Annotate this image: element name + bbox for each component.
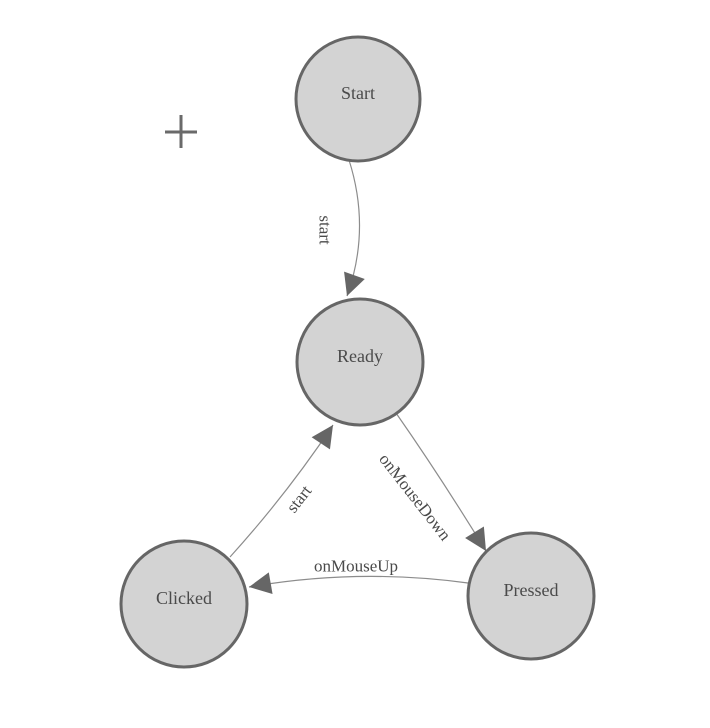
start-node-label: Start [341, 83, 375, 103]
pressed-to-clicked-edge[interactable] [248, 575, 469, 588]
clicked-to-ready-edge-label: start [283, 481, 316, 516]
start-to-ready-edge-label: start [316, 215, 335, 245]
clicked-to-ready-edge[interactable] [229, 424, 334, 558]
ready-node[interactable] [295, 297, 425, 427]
pressed-node[interactable] [466, 531, 596, 661]
ready-to-pressed-arrowhead-icon [465, 526, 486, 551]
start-to-ready-arrowhead-icon [344, 271, 365, 296]
clicked-to-ready-arrowhead-icon [311, 425, 333, 450]
start-node[interactable] [294, 35, 422, 163]
clicked-node[interactable] [119, 539, 249, 669]
pressed-to-clicked-edge-label: onMouseUp [314, 557, 398, 576]
pressed-to-clicked-arrowhead-icon [249, 572, 273, 595]
ready-node-label: Ready [337, 346, 383, 366]
ready-to-pressed-edge-label: onMouseDown [375, 450, 455, 545]
clicked-node-label: Clicked [156, 588, 212, 608]
pressed-node-label: Pressed [504, 580, 559, 600]
